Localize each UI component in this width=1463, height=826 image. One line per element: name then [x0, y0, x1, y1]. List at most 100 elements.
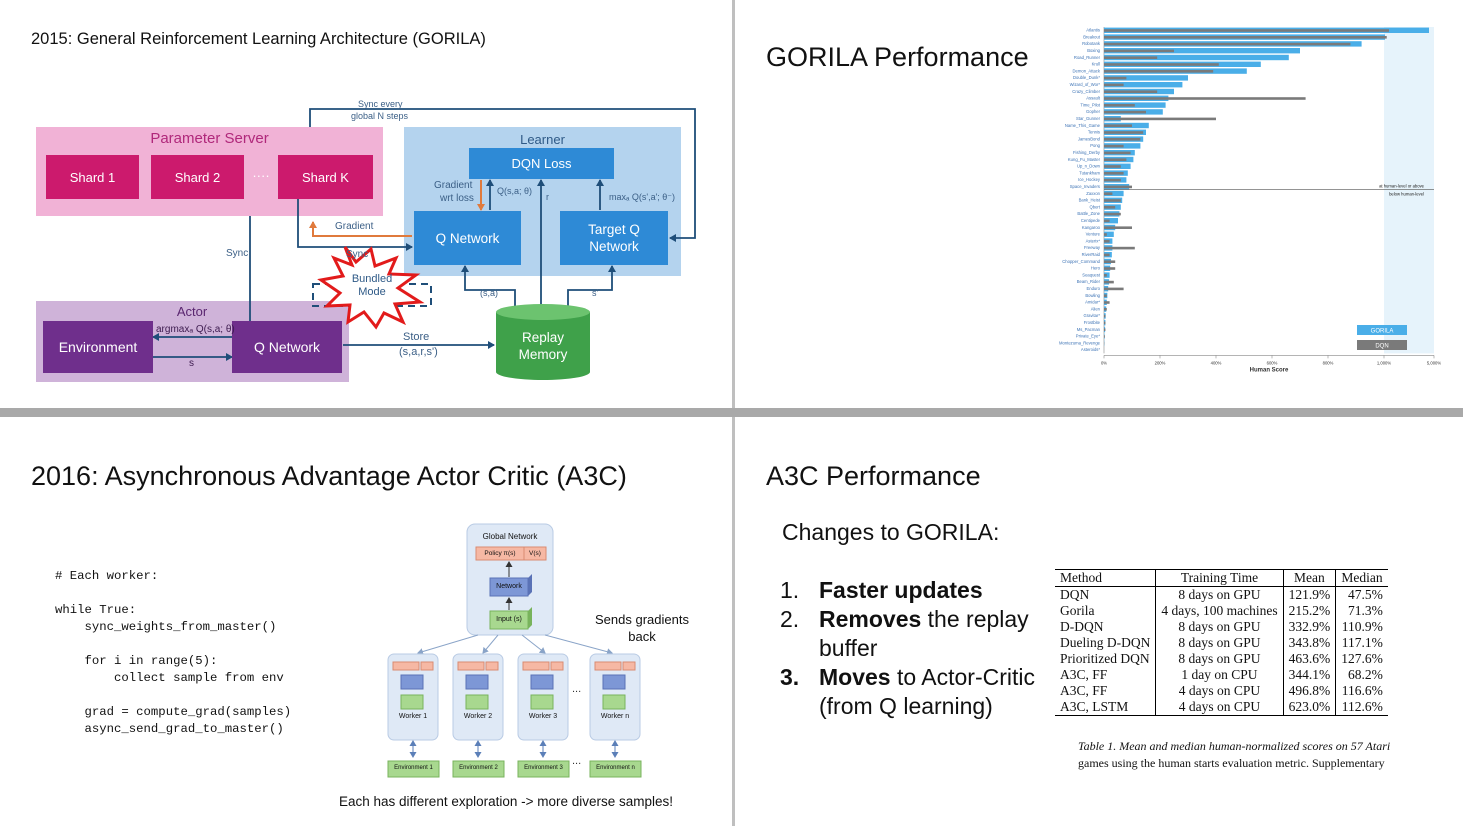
below-human-annotation: below human-level [1389, 192, 1424, 197]
dqn-bar [1104, 76, 1127, 80]
dqn-bar [1104, 144, 1124, 148]
slide-title: 2015: General Reinforcement Learning Arc… [31, 30, 486, 48]
dqn-bar [1104, 56, 1158, 59]
environment-label: Environment 2 [459, 765, 498, 771]
worker-label: Worker n [600, 713, 630, 720]
cell-training-time: 4 days on CPU [1155, 699, 1284, 716]
dqn-loss-box: DQN Loss [469, 148, 614, 179]
worker-label: Worker 2 [463, 713, 493, 720]
gorila-bar [1104, 48, 1300, 54]
category-label: Gopher [1086, 109, 1101, 114]
list-bold: Moves [819, 664, 891, 690]
dqn-bar [1104, 246, 1135, 250]
x-tick-label: 200% [1155, 360, 1166, 365]
gorila-bar [1104, 102, 1166, 108]
dqn-bar [1104, 83, 1124, 87]
store-tuple-label: (s,a,r,s') [399, 346, 438, 358]
cell-method: A3C, LSTM [1060, 699, 1129, 714]
slide-title: A3C Performance [766, 461, 981, 491]
shard-ellipsis: ···· [252, 168, 270, 183]
cell-training-time: 8 days on GPU [1155, 586, 1284, 603]
worker-output-block [622, 661, 636, 671]
category-label: Venture [1086, 232, 1101, 237]
x-tick-label: 0% [1101, 360, 1107, 365]
global-n-steps-label: global N steps [351, 111, 409, 121]
category-label: JamesBond [1078, 136, 1101, 141]
workers-ellipsis: ... [572, 683, 582, 695]
dqn-bar [1104, 63, 1219, 66]
slide-title: GORILA Performance [766, 42, 1029, 72]
cell-median: 110.9% [1335, 619, 1388, 635]
environment-box [452, 760, 505, 778]
category-label: Wizard_of_Wor* [1070, 82, 1101, 87]
policy-head-label: Policy π(s) [484, 550, 516, 557]
dqn-bar [1104, 260, 1116, 263]
cell-mean: 463.6% [1282, 651, 1336, 667]
cell-mean: 215.2% [1282, 603, 1336, 619]
value-head-label: V(s) [529, 550, 541, 557]
environment-box [387, 760, 440, 778]
shard-1: Shard 1 [46, 155, 139, 199]
table-caption-line-2: games using the human starts evaluation … [1078, 756, 1385, 770]
gradient-label: Gradient [335, 221, 374, 232]
dqn-bar [1104, 97, 1306, 100]
category-label: Kung_Fu_Master [1068, 157, 1101, 162]
replay-memory-label: Replay Memory [518, 330, 568, 362]
worker-input-block [400, 694, 424, 710]
sends-gradients-label: Sends gradients back [595, 612, 689, 644]
dqn-bar [1104, 165, 1121, 168]
cell-mean: 623.0% [1282, 699, 1336, 716]
slide-a3c: 2016: Asynchronous Advantage Actor Criti… [0, 417, 732, 826]
category-label: Fishing_Derby [1073, 150, 1101, 155]
sync-mid-label: Sync [346, 249, 369, 260]
dqn-bar [1104, 151, 1131, 155]
header-training-time: Training Time [1155, 569, 1284, 587]
worker-label: Worker 1 [398, 713, 428, 720]
category-label: Name_This_Game [1065, 123, 1101, 128]
category-label: Assault [1086, 96, 1101, 101]
list-rest: the replay buffer [819, 606, 1029, 661]
worker-network-block [465, 674, 489, 690]
category-label: Tutankham [1079, 170, 1100, 175]
category-label: Freeway [1084, 245, 1101, 250]
actor-q-network-box: Q Network [232, 321, 342, 373]
category-label: Robotank [1082, 41, 1101, 46]
cell-method: A3C, FF [1060, 683, 1108, 698]
category-label: Bank_Heist [1079, 198, 1101, 203]
category-label: Ms_Pacman [1077, 327, 1101, 332]
dqn-bar [1104, 158, 1127, 161]
worker-output-block [392, 661, 420, 671]
worker-input-block [530, 694, 554, 710]
category-label: Qbert [1090, 204, 1101, 209]
dqn-bar [1104, 226, 1132, 229]
category-label: Bowling [1085, 293, 1100, 298]
environment-label: Environment n [596, 765, 635, 771]
cell-method: Prioritized DQN [1060, 651, 1150, 666]
table-caption-text: Table 1. Mean and median human-normalize… [1078, 739, 1391, 753]
dqn-bar [1104, 240, 1110, 243]
environment-box [589, 760, 642, 778]
worker-output-block [522, 661, 550, 671]
worker-network-block [530, 674, 554, 690]
category-label: Zaxxon [1086, 191, 1100, 196]
input-label: Input (s) [496, 616, 522, 623]
dqn-bar [1104, 70, 1214, 73]
dqn-bar [1104, 274, 1107, 277]
cell-mean: 343.8% [1282, 635, 1336, 651]
dqn-bar [1104, 253, 1110, 257]
cell-mean: 496.8% [1282, 683, 1336, 699]
gorila-bar-chart: AtlantisBreakoutRobotankBoxingRoad_Runne… [1059, 27, 1441, 373]
shard-k: Shard K [278, 155, 373, 199]
cell-mean: 332.9% [1282, 619, 1336, 635]
gorila-bar [1104, 75, 1188, 81]
category-label: Private_Eye* [1076, 334, 1101, 339]
category-label: Enduro [1086, 286, 1100, 291]
header-mean: Mean [1282, 569, 1336, 587]
high-score-band [1384, 27, 1434, 354]
parameter-server-title: Parameter Server [150, 130, 269, 147]
cell-training-time: 4 days on CPU [1155, 683, 1284, 699]
dqn-bar [1104, 267, 1116, 270]
cell-mean: 344.1% [1282, 667, 1336, 683]
